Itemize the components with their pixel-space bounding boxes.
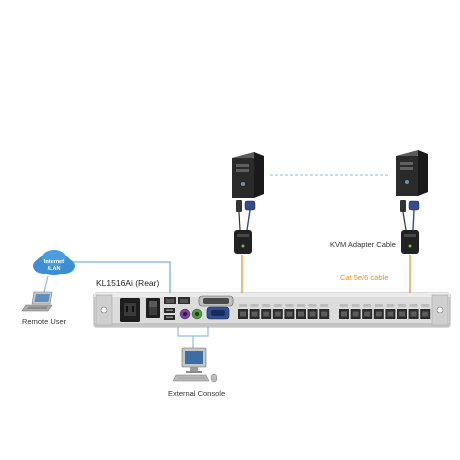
rj45-port-icon <box>238 304 248 319</box>
server-tower-icon <box>396 150 428 196</box>
ps2-ports <box>179 308 203 320</box>
rj45-port-icon <box>420 304 431 319</box>
keyboard-icon <box>172 374 210 382</box>
laptop-icon <box>21 291 53 312</box>
power-switch-icon <box>146 298 160 318</box>
lan-ports <box>164 297 190 304</box>
kvm-adapter-icon <box>234 230 252 254</box>
cat-cable-label: Cat 5e/6 cable <box>340 273 389 282</box>
kvm-adapter-icon <box>401 230 419 254</box>
internet-label: Internet <box>44 259 64 265</box>
rj45-port-icon <box>362 304 373 319</box>
rj45-port-icon <box>385 304 396 319</box>
usb-ports <box>164 308 175 320</box>
rj45-port-icon <box>296 304 306 319</box>
network-cable-to-cloud <box>70 261 171 298</box>
db25-port-icon <box>198 295 234 307</box>
vga-console-port <box>206 306 230 320</box>
rj45-port-icon <box>397 304 407 319</box>
monitor-icon <box>181 347 207 373</box>
external-console-label: External Console <box>168 389 226 398</box>
cloud-to-laptop-cable <box>43 275 49 293</box>
lan-label: /LAN <box>48 266 61 272</box>
device-title: KL1516Ai (Rear) <box>96 278 160 288</box>
rj45-port-icon <box>339 304 349 319</box>
rj45-port-icon <box>350 304 361 319</box>
rj45-port-icon <box>261 304 272 319</box>
rj45-port-icon <box>408 304 419 319</box>
remote-user-label: Remote User <box>22 317 67 326</box>
vga-plug-icon <box>400 200 420 231</box>
rj45-port-icon <box>373 304 384 319</box>
rj45-port-icon <box>319 304 330 319</box>
cloud-icon <box>33 250 75 275</box>
rj45-port-icon <box>272 304 283 319</box>
mouse-icon <box>210 373 218 383</box>
rj45-port-icon <box>249 304 260 319</box>
rj45-port-icon <box>284 304 295 319</box>
kvm-adapter-cable-label: KVM Adapter Cable <box>330 240 396 249</box>
vga-plug-icon <box>236 200 256 231</box>
rj45-port-icon <box>307 304 318 319</box>
rj45-port-bank <box>238 304 431 319</box>
server-tower-icon <box>232 152 264 198</box>
console-bracket-lines <box>177 322 209 348</box>
power-socket-icon <box>120 298 140 322</box>
